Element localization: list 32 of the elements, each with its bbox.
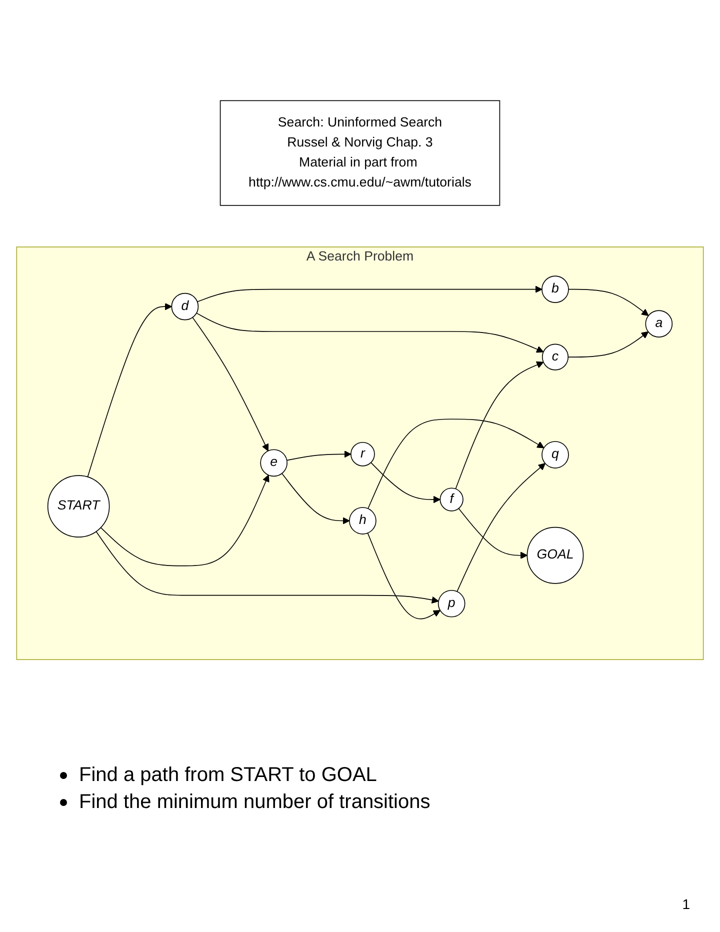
node-circle: f: [440, 488, 464, 512]
node-circle: e: [260, 449, 288, 476]
arrow: [456, 462, 546, 592]
arrow: [286, 450, 352, 461]
node-circle: GOAL: [526, 526, 584, 584]
arrow: [196, 286, 542, 302]
node-circle: b: [542, 276, 569, 303]
arrow: [455, 361, 544, 490]
node-circle: r: [350, 442, 375, 466]
node-box: Search: Uninformed Search Russel & Norvig Chap. 3 Material in part from http://www.cs.cmu.edu/~awm/tutorials: [220, 100, 500, 206]
arrow: [87, 302, 172, 478]
node-circle: c: [542, 344, 569, 370]
arrow: [568, 288, 649, 316]
arrow: [96, 531, 439, 604]
arrow: [192, 316, 269, 452]
arrow: [368, 418, 544, 509]
page-number: 1: [682, 896, 690, 912]
bullet-text: Find the minimum number of transitions: [79, 791, 430, 814]
node-circle: h: [349, 506, 376, 534]
bullet-text: Find a path from START to GOAL: [79, 764, 377, 787]
node-circle: a: [645, 310, 673, 338]
arrow: [100, 474, 270, 566]
node-circle: d: [171, 292, 199, 320]
arrow: [458, 508, 528, 559]
node-circle: q: [542, 440, 569, 468]
arrow: [281, 472, 350, 524]
node-circle: START: [47, 475, 110, 538]
arrow: [196, 312, 544, 353]
arrow: [370, 462, 440, 504]
node-circle: p: [438, 590, 466, 618]
arrow: [367, 532, 440, 620]
arrow: [568, 331, 649, 358]
